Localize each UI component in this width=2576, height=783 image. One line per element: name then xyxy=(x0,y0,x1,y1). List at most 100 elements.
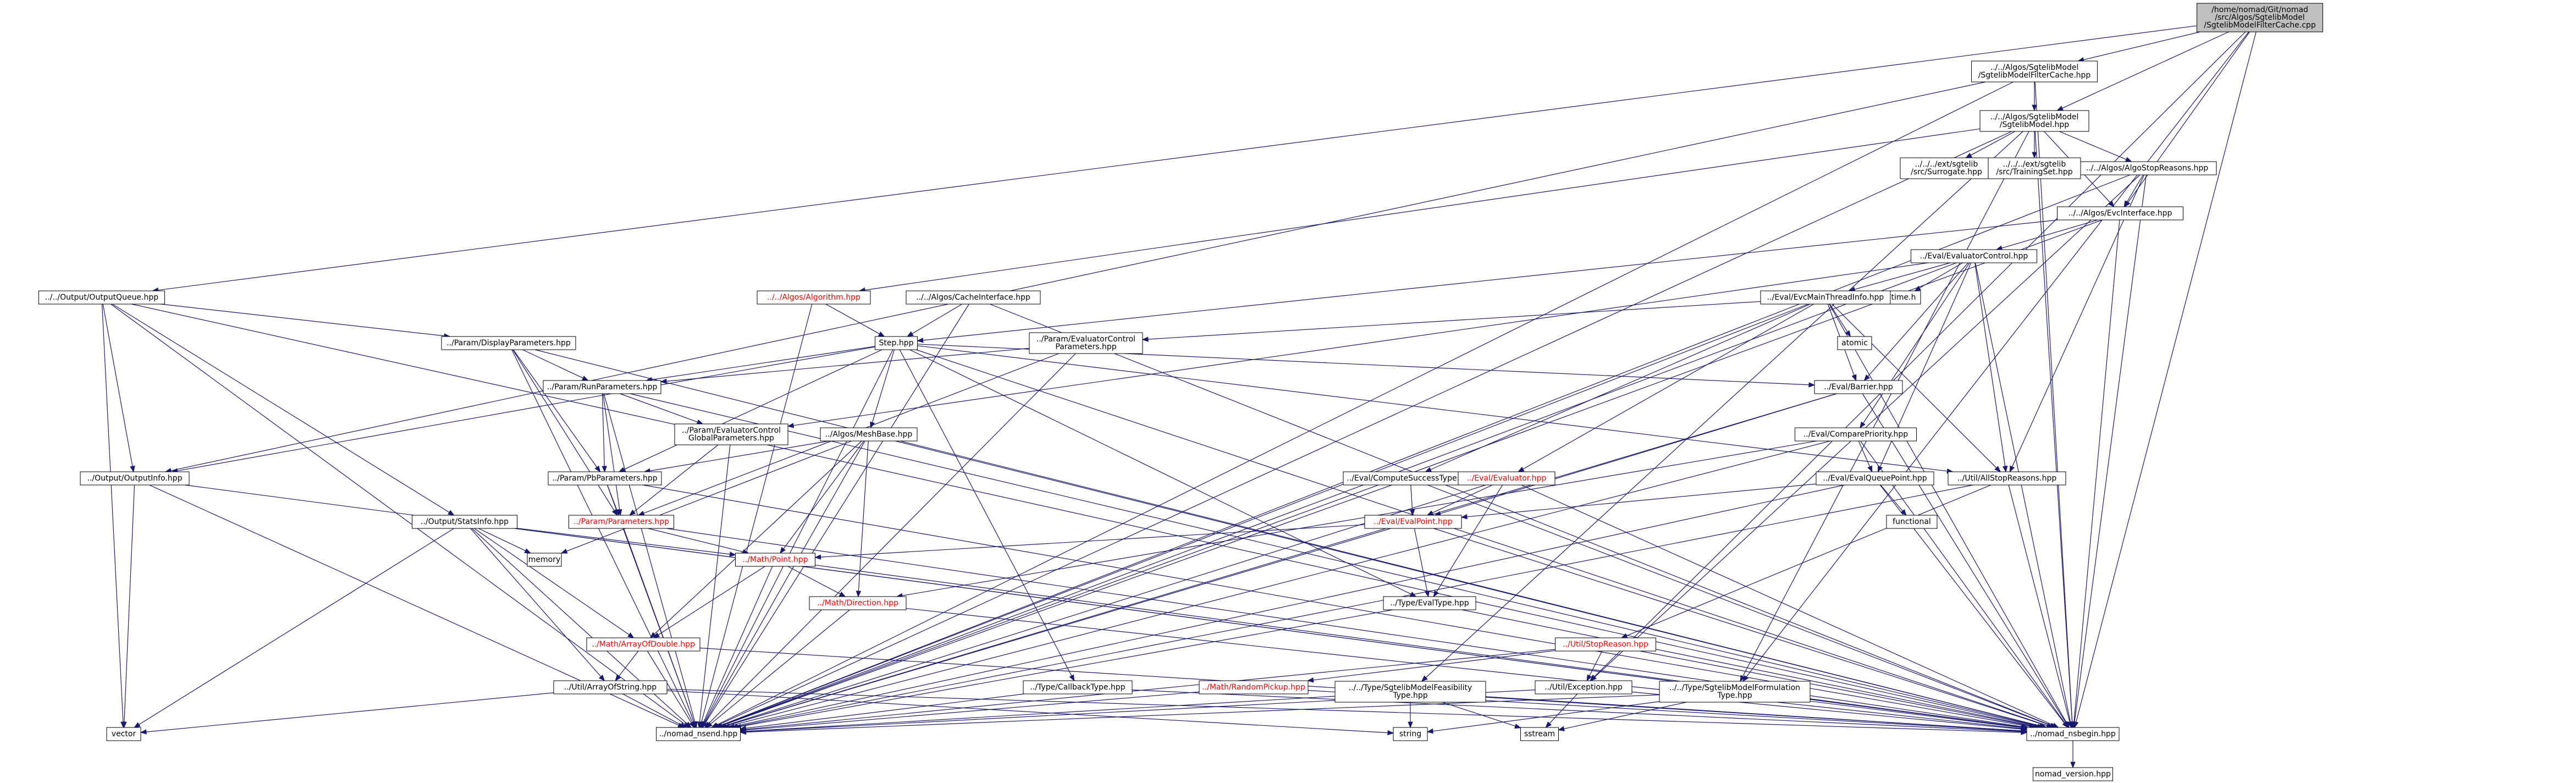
node-evcmainthread[interactable]: ../Eval/EvcMainThreadInfo.hpp xyxy=(1760,290,1891,305)
node-timeh[interactable]: time.h xyxy=(1886,290,1921,305)
node-label: ../../Algos/SgtelibModel xyxy=(1990,63,2079,72)
arrowhead xyxy=(1518,466,1525,472)
edge-outputinfo-to-vector xyxy=(122,484,135,729)
edge-evcinterface-to-nsbegin xyxy=(2071,219,2120,729)
node-runparams[interactable]: ../Param/RunParameters.hpp xyxy=(543,380,661,394)
node-nomadversion[interactable]: nomad_version.hpp xyxy=(2033,767,2113,781)
node-mathpoint[interactable]: ../Math/Point.hpp xyxy=(735,553,815,567)
node-box xyxy=(757,290,871,305)
node-algorithm[interactable]: ../../Algos/Algorithm.hpp xyxy=(757,290,871,305)
node-evaltype[interactable]: ../Type/EvalType.hpp xyxy=(1383,596,1476,610)
node-formulation[interactable]: ../../Type/SgtelibModelFormulationType.h… xyxy=(1659,681,1811,703)
edge-evcmainthread-to-nsbegin xyxy=(1829,304,2070,729)
node-box xyxy=(1795,427,1917,442)
node-string[interactable]: string xyxy=(1393,727,1428,741)
node-evaluator[interactable]: ../Eval/Evaluator.hpp xyxy=(1458,471,1555,486)
node-sgtmodel[interactable]: ../../Algos/SgtelibModel/SgtelibModel.hp… xyxy=(1979,110,2089,132)
edge-evaluatorcontrol-to-evcglobal xyxy=(787,262,1928,428)
arrowhead xyxy=(1900,509,1907,516)
node-nomadnsend[interactable]: ../nomad_nsend.hpp xyxy=(656,727,741,741)
nodes-layer: /home/nomad/Git/nomad/src/Algos/SgtelibM… xyxy=(38,3,2323,781)
edge-outputqueue-to-statsinfo xyxy=(112,304,455,516)
node-evcinterface[interactable]: ../../Algos/EvcInterface.hpp xyxy=(2057,206,2183,220)
node-outputinfo[interactable]: ../Output/OutputInfo.hpp xyxy=(80,471,190,486)
node-memory[interactable]: memory xyxy=(527,553,562,567)
edge-line xyxy=(511,349,693,723)
node-meshbase[interactable]: ../Algos/MeshBase.hpp xyxy=(820,427,918,442)
edge-line xyxy=(522,349,583,379)
node-filtercache[interactable]: ../../Algos/SgtelibModel/SgtelibModelFil… xyxy=(1971,60,2098,82)
edge-comparepriority-to-evalqueuepoint xyxy=(1858,440,1873,473)
node-evalpoint[interactable]: ../Eval/EvalPoint.hpp xyxy=(1364,515,1462,529)
node-arrayofdouble[interactable]: ../Math/ArrayOfDouble.hpp xyxy=(586,637,700,652)
arrowhead xyxy=(679,722,687,728)
node-evalbarrier[interactable]: ../Eval/Barrier.hpp xyxy=(1814,380,1903,394)
arrowhead xyxy=(729,552,736,557)
edge-evcmainthread-to-nomadnsend xyxy=(714,304,1809,728)
node-arrayofstring[interactable]: ../Util/ArrayOfString.hpp xyxy=(553,680,668,694)
arrowhead xyxy=(134,722,141,728)
node-sstream[interactable]: sstream xyxy=(1520,727,1559,741)
node-surrogate[interactable]: ../../../ext/sgtelib/src/Surrogate.hpp xyxy=(1900,157,1993,179)
node-vector[interactable]: vector xyxy=(106,727,141,741)
edge-line xyxy=(820,524,1365,558)
node-computesuccess[interactable]: ../Eval/ComputeSuccessType.hpp xyxy=(1343,471,1478,486)
edge-line xyxy=(160,304,445,337)
node-box xyxy=(2077,161,2217,175)
node-label: /SgtelibModelFilterCache.cpp xyxy=(2204,21,2316,30)
edge-displayparams-to-pbparams xyxy=(513,349,601,473)
node-parameters[interactable]: ../Param/Parameters.hpp xyxy=(569,515,674,529)
edge-meshbase-to-memory xyxy=(560,440,852,554)
node-stopreason[interactable]: ../Util/StopReason.hpp xyxy=(1555,637,1656,652)
arrowhead xyxy=(1914,285,1921,291)
arrowhead xyxy=(524,548,532,554)
node-comparepriority[interactable]: ../Eval/ComparePriority.hpp xyxy=(1795,427,1917,442)
node-label: ../Math/ArrayOfDouble.hpp xyxy=(592,640,695,649)
node-statsinfo[interactable]: ../Output/StatsInfo.hpp xyxy=(412,515,517,529)
node-label: functional xyxy=(1893,517,1931,526)
node-trainingset[interactable]: ../../../ext/sgtelib/src/TrainingSet.hpp xyxy=(1988,157,2081,179)
edge-line xyxy=(131,304,2038,727)
node-exception[interactable]: ../Util/Exception.hpp xyxy=(1535,680,1632,694)
edge-evalbarrier-to-nsbegin xyxy=(1862,393,2070,729)
edge-algorithm-to-step xyxy=(825,304,885,337)
node-callbacktype[interactable]: ../Type/CallbackType.hpp xyxy=(1023,680,1133,694)
edge-line xyxy=(630,393,2040,727)
node-allstopreasons[interactable]: ../Util/AllStopReasons.hpp xyxy=(1948,471,2066,486)
node-evalqueuepoint[interactable]: ../Eval/EvalQueuePoint.hpp xyxy=(1816,471,1934,486)
node-pbparams[interactable]: ../Param/PbParameters.hpp xyxy=(548,471,662,486)
node-randompickup[interactable]: ../Math/RandomPickup.hpp xyxy=(1199,680,1309,694)
edge-line xyxy=(624,349,882,470)
node-evaluatorcontrol[interactable]: ../Eval/EvaluatorControl.hpp xyxy=(1911,249,2037,263)
node-feasibility[interactable]: ../../Type/SgtelibModelFeasibilityType.h… xyxy=(1334,681,1486,703)
edge-line xyxy=(989,304,2051,726)
arrowhead xyxy=(2108,201,2115,207)
node-root[interactable]: /home/nomad/Git/nomad/src/Algos/SgtelibM… xyxy=(2197,3,2323,32)
node-step[interactable]: Step.hpp xyxy=(875,336,918,350)
node-label: Type.hpp xyxy=(1392,691,1427,700)
node-box xyxy=(1760,290,1891,305)
node-direction[interactable]: ../Math/Direction.hpp xyxy=(809,596,907,610)
edge-line xyxy=(2074,174,2147,723)
arrowhead xyxy=(122,721,127,729)
arrowhead xyxy=(598,675,605,682)
node-label: ../Math/Point.hpp xyxy=(742,555,808,564)
edge-line xyxy=(1148,301,1761,340)
node-nsbegin[interactable]: ../nomad_nsbegin.hpp xyxy=(2026,727,2120,741)
arrowhead xyxy=(1851,374,1857,382)
edge-line xyxy=(725,393,1837,726)
node-atomic[interactable]: atomic xyxy=(1837,336,1872,350)
edge-statsinfo-to-vector xyxy=(134,528,455,728)
node-cacheinterface[interactable]: ../../Algos/CacheInterface.hpp xyxy=(906,290,1041,305)
arrowhead xyxy=(740,729,747,735)
edge-cacheinterface-to-nomadnsend xyxy=(702,304,969,729)
node-displayparams[interactable]: ../Param/DisplayParameters.hpp xyxy=(441,336,576,350)
node-algostopreasons[interactable]: ../../Algos/AlgoStopReasons.hpp xyxy=(2077,161,2217,175)
edge-evalpoint-to-evaltype xyxy=(1414,528,1430,598)
node-evcglobal[interactable]: ../Param/EvaluatorControlGlobalParameter… xyxy=(674,423,788,445)
node-functional[interactable]: functional xyxy=(1886,515,1938,529)
node-box xyxy=(1023,680,1133,694)
arrowhead xyxy=(1867,465,1873,473)
node-outputqueue[interactable]: ../../Output/OutputQueue.hpp xyxy=(38,290,165,305)
